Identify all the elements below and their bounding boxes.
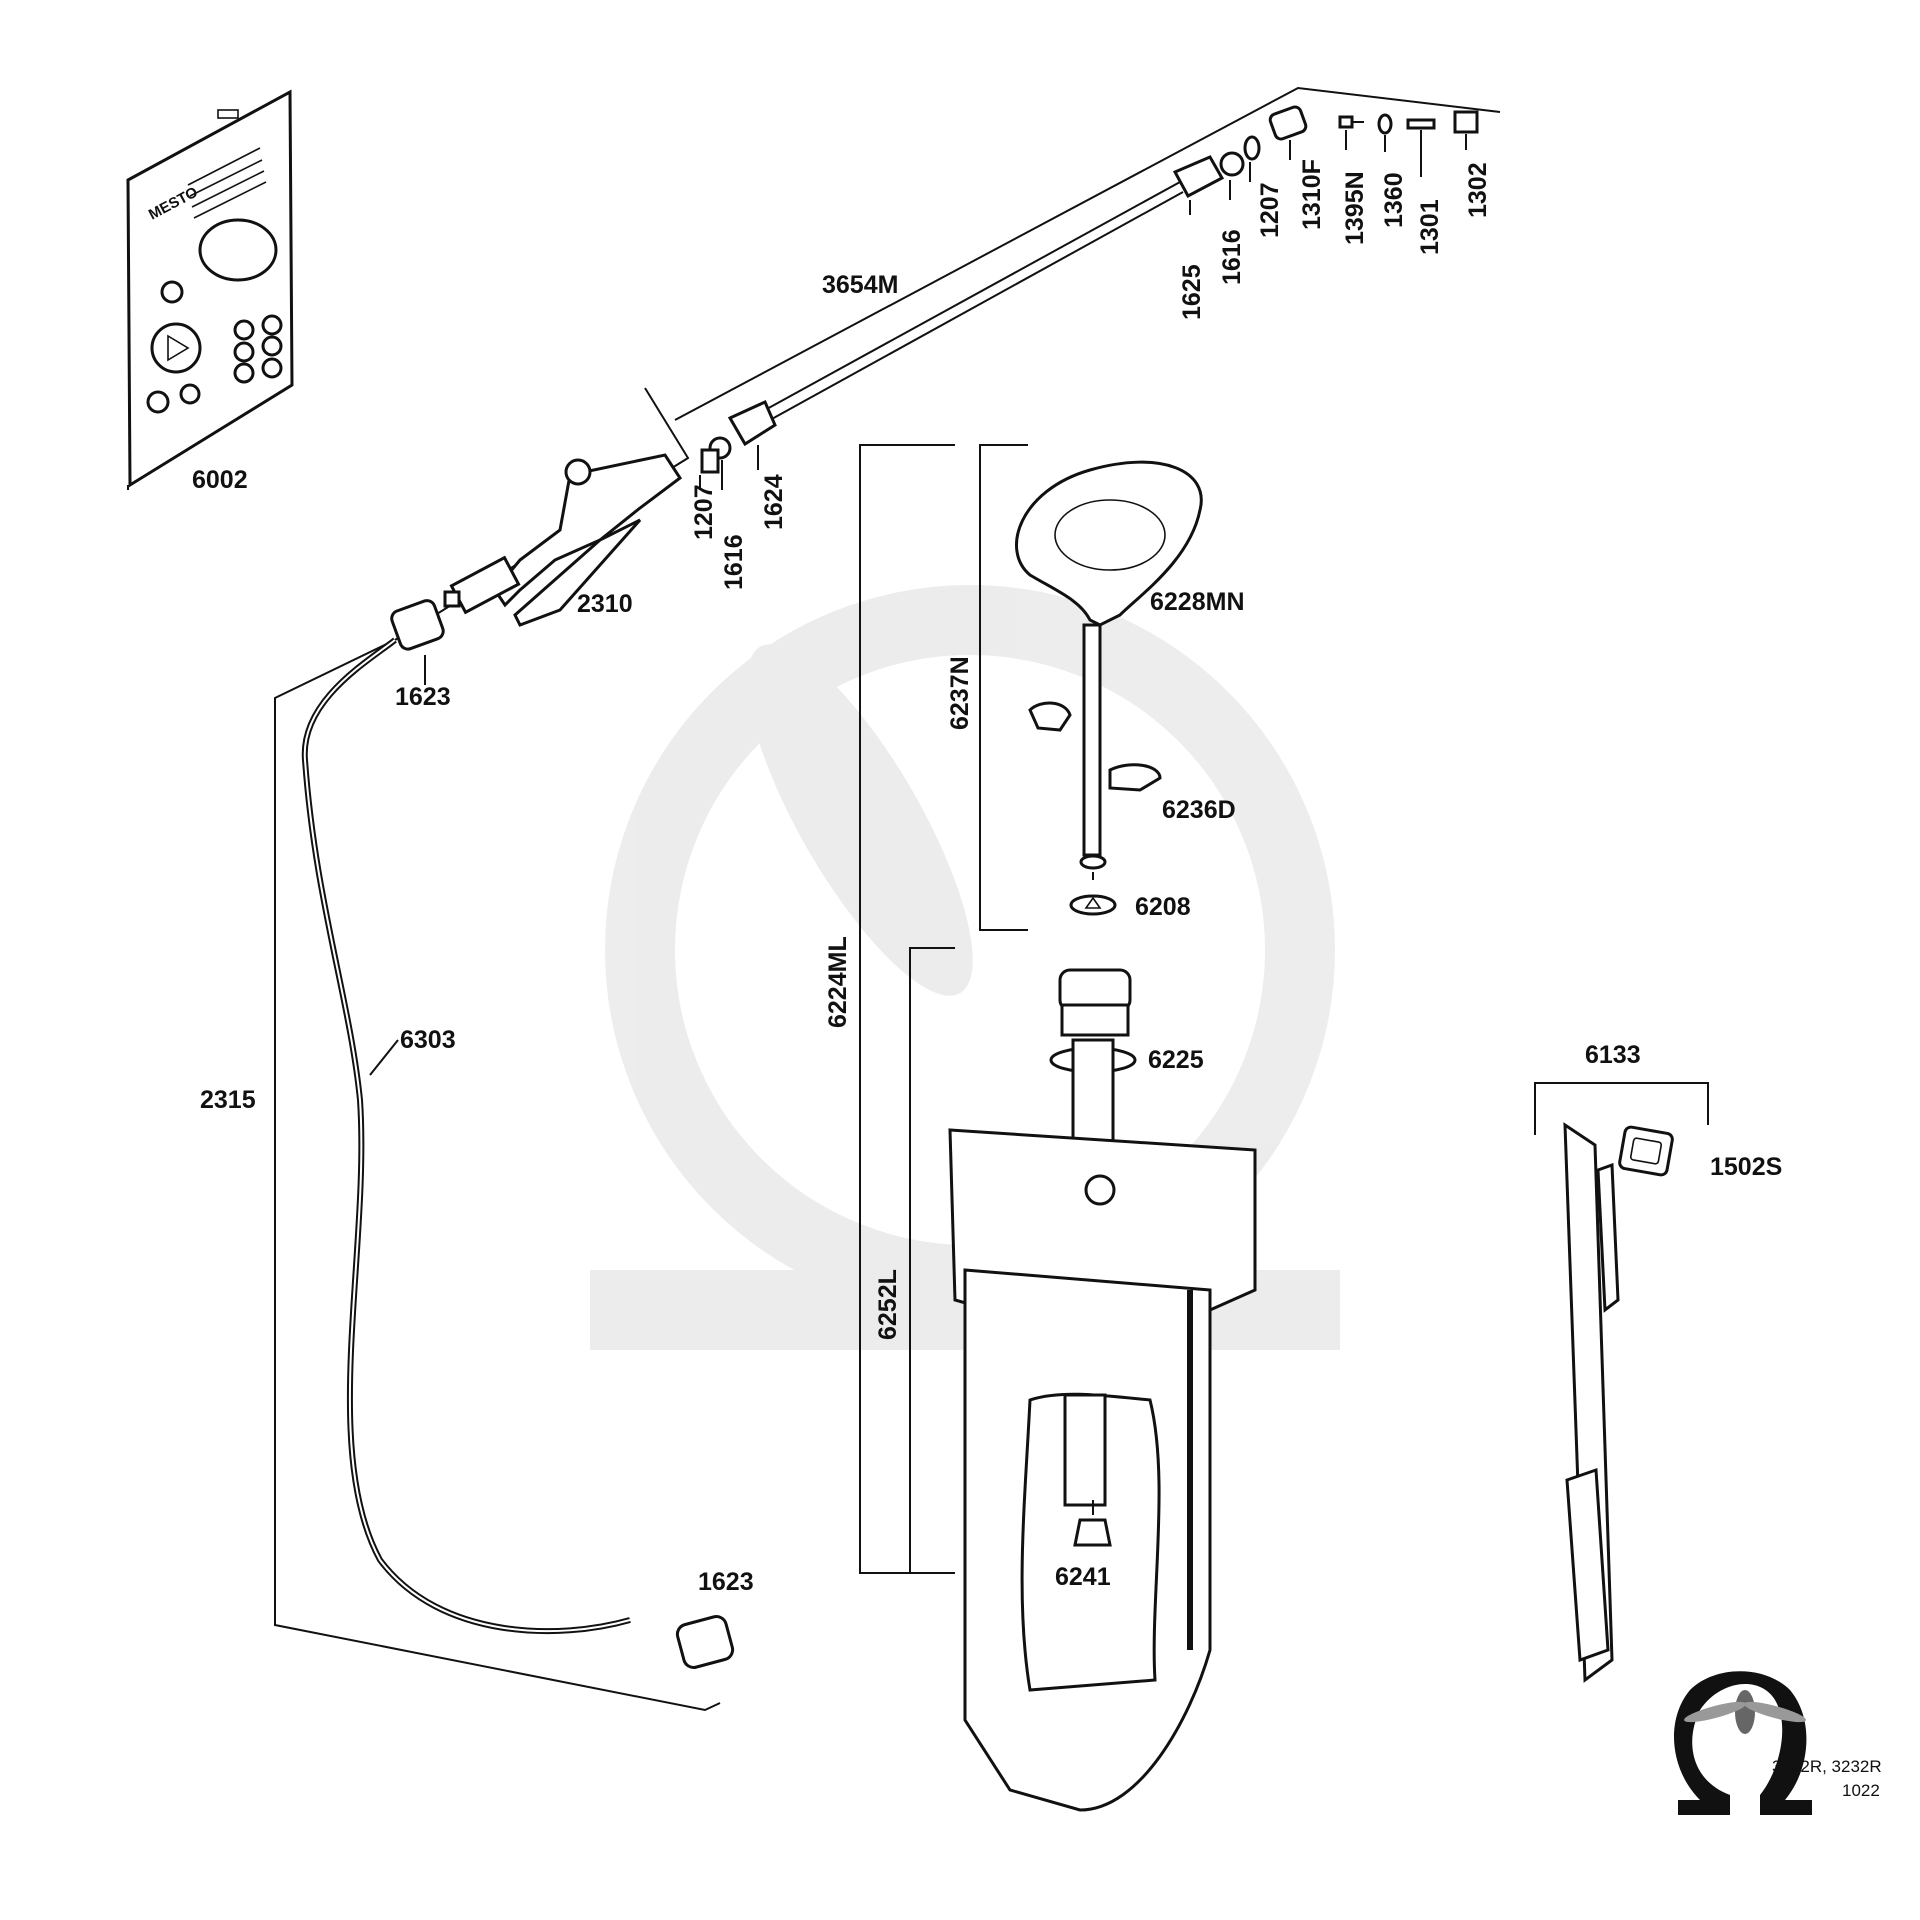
label-1395N: 1395N bbox=[1341, 171, 1369, 245]
label-6228MN: 6228MN bbox=[1150, 588, 1245, 616]
label-6208: 6208 bbox=[1135, 893, 1191, 921]
label-3654M: 3654M bbox=[822, 271, 898, 299]
label-6303: 6303 bbox=[400, 1026, 456, 1054]
label-6236D: 6236D bbox=[1162, 796, 1236, 824]
label-1623-top: 1623 bbox=[395, 683, 451, 711]
label-1502S: 1502S bbox=[1710, 1153, 1782, 1181]
label-6225: 6225 bbox=[1148, 1046, 1204, 1074]
date-code: 1022 bbox=[1842, 1781, 1880, 1800]
repair-kit-card: MESTO bbox=[126, 89, 294, 490]
label-1625: 1625 bbox=[1178, 264, 1206, 320]
label-1310F: 1310F bbox=[1298, 159, 1326, 230]
omega-brand-logo bbox=[1673, 1671, 1812, 1815]
label-1207-top: 1207 bbox=[1256, 182, 1284, 238]
label-1360: 1360 bbox=[1380, 172, 1408, 228]
label-1207-mid: 1207 bbox=[690, 484, 718, 540]
label-1624: 1624 bbox=[760, 474, 788, 530]
label-6252L: 6252L bbox=[874, 1269, 902, 1340]
label-6241: 6241 bbox=[1055, 1563, 1111, 1591]
spray-gun bbox=[394, 387, 690, 641]
label-6002: 6002 bbox=[192, 466, 248, 494]
label-6237N: 6237N bbox=[946, 656, 974, 730]
hose-assembly bbox=[274, 599, 735, 1712]
label-1301: 1301 bbox=[1416, 199, 1444, 255]
pump-assembly bbox=[859, 444, 1257, 1812]
label-2315: 2315 bbox=[200, 1086, 256, 1114]
model-numbers: 3232R, 3232R bbox=[1772, 1757, 1882, 1776]
shoulder-strap bbox=[1534, 1082, 1709, 1683]
label-6224ML: 6224ML bbox=[824, 936, 852, 1028]
label-1616-top: 1616 bbox=[1218, 229, 1246, 285]
label-1616-mid: 1616 bbox=[720, 534, 748, 590]
label-1623-bottom: 1623 bbox=[698, 1568, 754, 1596]
label-6133: 6133 bbox=[1585, 1041, 1641, 1069]
spray-lance bbox=[674, 86, 1501, 474]
label-2310: 2310 bbox=[577, 590, 633, 618]
label-1302: 1302 bbox=[1464, 162, 1492, 218]
